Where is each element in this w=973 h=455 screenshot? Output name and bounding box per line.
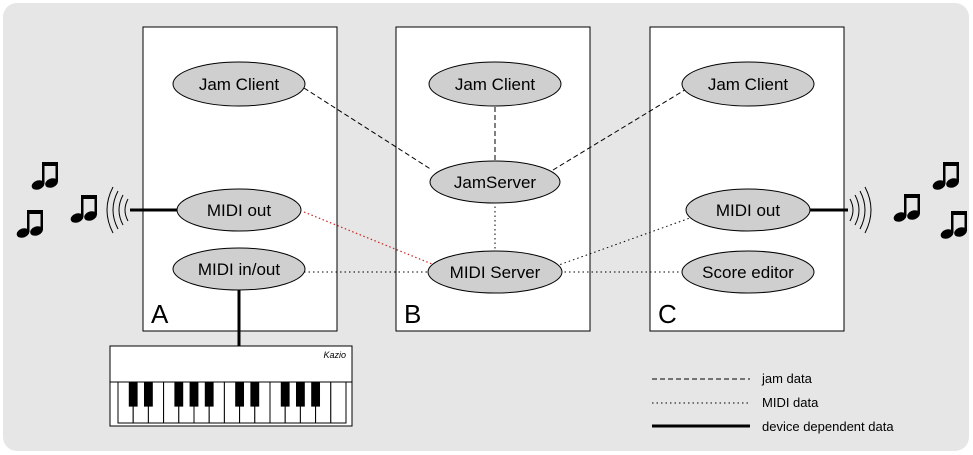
black-key (280, 382, 290, 407)
node-jam-client-b: Jam Client (428, 61, 562, 107)
machine-label-c: C (658, 299, 677, 329)
midi-data-links (304, 202, 691, 273)
svg-text:Jam Client: Jam Client (455, 75, 536, 94)
svg-text:Jam Client: Jam Client (199, 75, 280, 94)
black-keys (128, 382, 321, 407)
svg-text:Jam Client: Jam Client (708, 75, 789, 94)
black-key (250, 382, 260, 407)
device-links (130, 208, 848, 346)
legend-label-jam: jam data (761, 371, 813, 386)
node-jam-client-c: Jam Client (681, 61, 815, 107)
svg-text:MIDI Server: MIDI Server (450, 263, 541, 282)
svg-text:MIDI out: MIDI out (716, 201, 781, 220)
black-key (174, 382, 184, 407)
midi-out-a-link (303, 211, 433, 265)
black-key (295, 382, 305, 407)
svg-text:MIDI out: MIDI out (207, 201, 272, 220)
black-key (235, 382, 245, 407)
jam-data-links (303, 87, 689, 171)
node-midi-out-c: MIDI out (685, 188, 811, 232)
legend-label-midi: MIDI data (762, 395, 819, 410)
black-key (189, 382, 199, 407)
sound-waves-icon (106, 186, 129, 234)
legend-label-device: device dependent data (762, 419, 894, 434)
sound-waves-icon (849, 186, 872, 234)
white-key (330, 381, 347, 424)
svg-text:JamServer: JamServer (454, 173, 537, 192)
black-key (143, 382, 153, 407)
machine-label-b: B (404, 299, 421, 329)
svg-text:Score editor: Score editor (702, 263, 794, 282)
node-jam-server: JamServer (429, 160, 561, 204)
black-key (204, 382, 214, 407)
midi-keyboard: Kazio (109, 345, 353, 427)
node-midi-out-a: MIDI out (176, 188, 302, 232)
node-midi-inout-a: MIDI in/out (172, 247, 306, 291)
keyboard-brand: Kazio (323, 350, 346, 360)
svg-text:MIDI in/out: MIDI in/out (198, 260, 280, 279)
black-key (311, 382, 321, 407)
black-key (128, 382, 138, 407)
node-score-editor: Score editor (681, 250, 815, 294)
node-jam-client-a: Jam Client (172, 61, 306, 107)
machine-label-a: A (151, 299, 169, 329)
legend: jam data MIDI data device dependent data (652, 371, 894, 434)
node-midi-server: MIDI Server (427, 250, 563, 294)
